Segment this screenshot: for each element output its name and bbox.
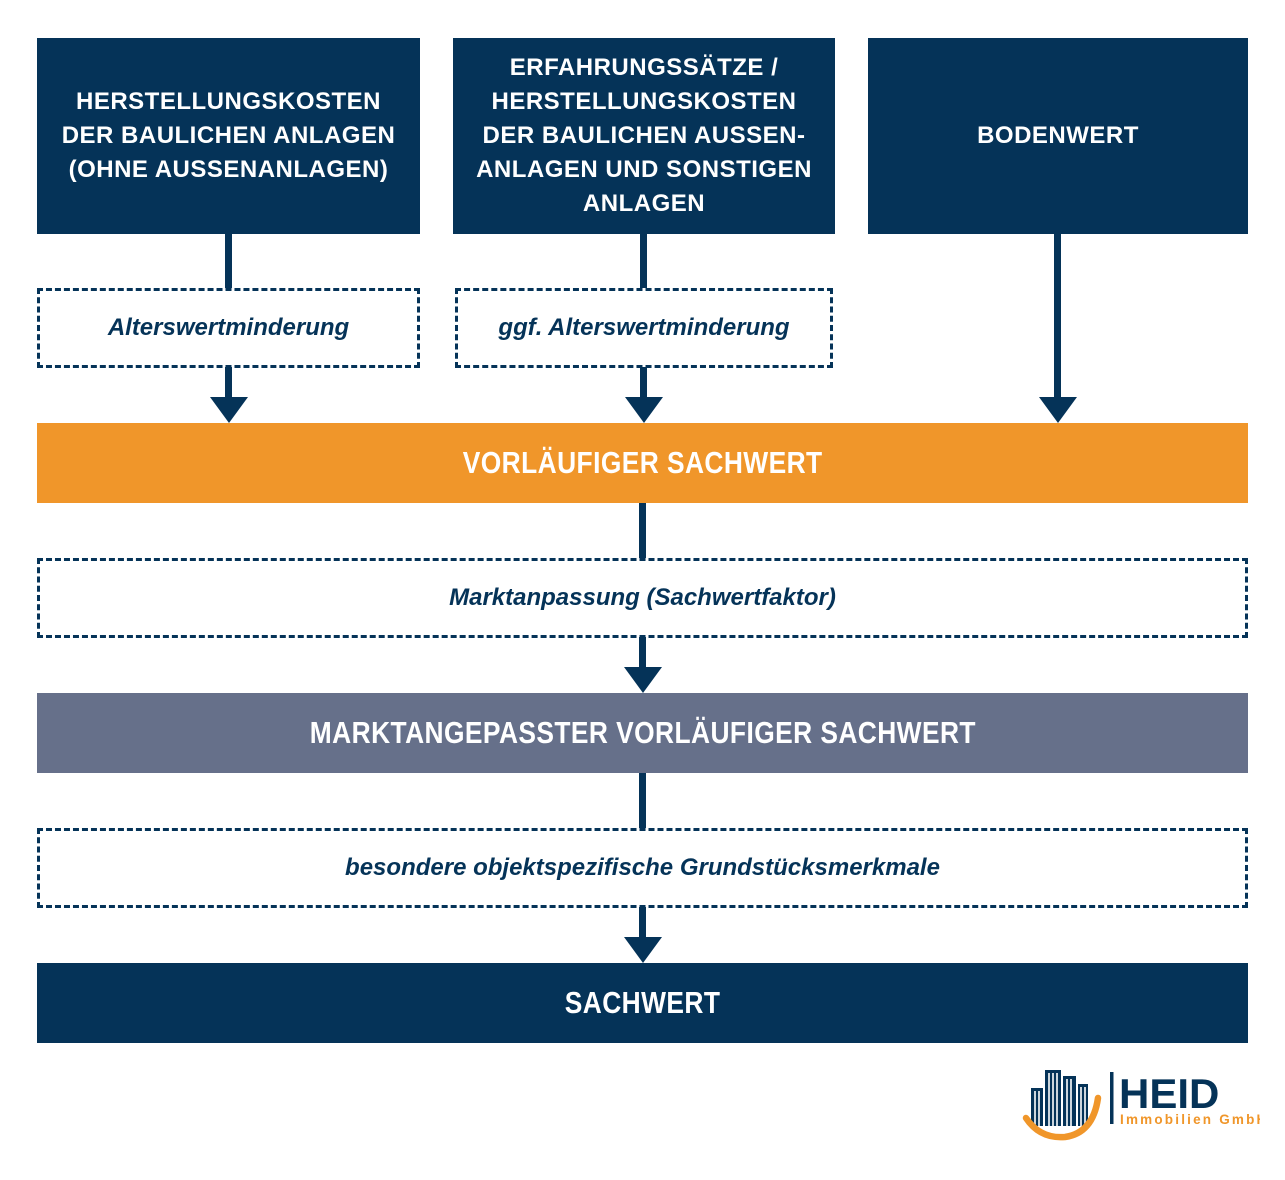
arrow-down-icon	[210, 397, 248, 423]
connector-line	[639, 503, 646, 558]
connector-line	[639, 637, 646, 669]
box-label: BODENWERT	[977, 121, 1139, 149]
bar-label: VORLÄUFIGER SACHWERT	[462, 445, 823, 480]
arrow-down-icon	[1039, 397, 1077, 423]
box-label: HERSTELLUNGSKOSTEN DER BAULICHEN ANLAGEN…	[61, 87, 396, 184]
buildings-icon	[1031, 1070, 1088, 1126]
box-label: Alterswertminderung	[107, 314, 350, 341]
connector-line	[639, 773, 646, 828]
bar-label: SACHWERT	[564, 985, 721, 1020]
arrow-down-icon	[624, 937, 662, 963]
bar-sachwert: SACHWERT	[37, 963, 1248, 1043]
heid-immobilien-logo: HEID Immobilien GmbH	[1022, 1070, 1260, 1141]
connector-line	[640, 233, 647, 288]
box-alterswertminderung: Alterswertminderung	[37, 288, 420, 368]
connector-line	[225, 233, 232, 288]
bar-marktangepasster-vorlaeufiger-sachwert: MARKTANGEPASSTER VORLÄUFIGER SACHWERT	[37, 693, 1248, 773]
bar-vorlaeufiger-sachwert: VORLÄUFIGER SACHWERT	[37, 423, 1248, 503]
box-herstellungskosten-bauliche-anlagen: HERSTELLUNGSKOSTEN DER BAULICHEN ANLAGEN…	[37, 38, 420, 234]
box-label: ERFAHRUNGSSÄTZE / HERSTELLUNGSKOSTEN DER…	[476, 53, 812, 218]
box-label: ggf. Alterswertminderung	[498, 314, 790, 341]
box-grundstuecksmerkmale: besondere objektspezifische Grundstücksm…	[37, 828, 1248, 908]
logo-divider	[1110, 1072, 1114, 1124]
box-bodenwert: BODENWERT	[868, 38, 1248, 234]
box-marktanpassung: Marktanpassung (Sachwertfaktor)	[37, 558, 1248, 638]
bar-label: MARKTANGEPASSTER VORLÄUFIGER SACHWERT	[309, 715, 976, 750]
box-erfahrungssaetze-aussenanlagen: ERFAHRUNGSSÄTZE / HERSTELLUNGSKOSTEN DER…	[453, 38, 835, 234]
box-label: Marktanpassung (Sachwertfaktor)	[449, 584, 836, 611]
arrow-down-icon	[624, 667, 662, 693]
connector-line	[639, 907, 646, 939]
box-label: besondere objektspezifische Grundstücksm…	[345, 854, 940, 881]
connector-line	[225, 367, 232, 399]
box-ggf-alterswertminderung: ggf. Alterswertminderung	[455, 288, 833, 368]
connector-line	[1054, 233, 1061, 399]
connector-line	[640, 367, 647, 399]
logo-wordmark: HEID	[1119, 1070, 1219, 1117]
logo-subtitle: Immobilien GmbH	[1120, 1112, 1260, 1127]
swoosh-icon	[1022, 1094, 1102, 1141]
arrow-down-icon	[625, 397, 663, 423]
